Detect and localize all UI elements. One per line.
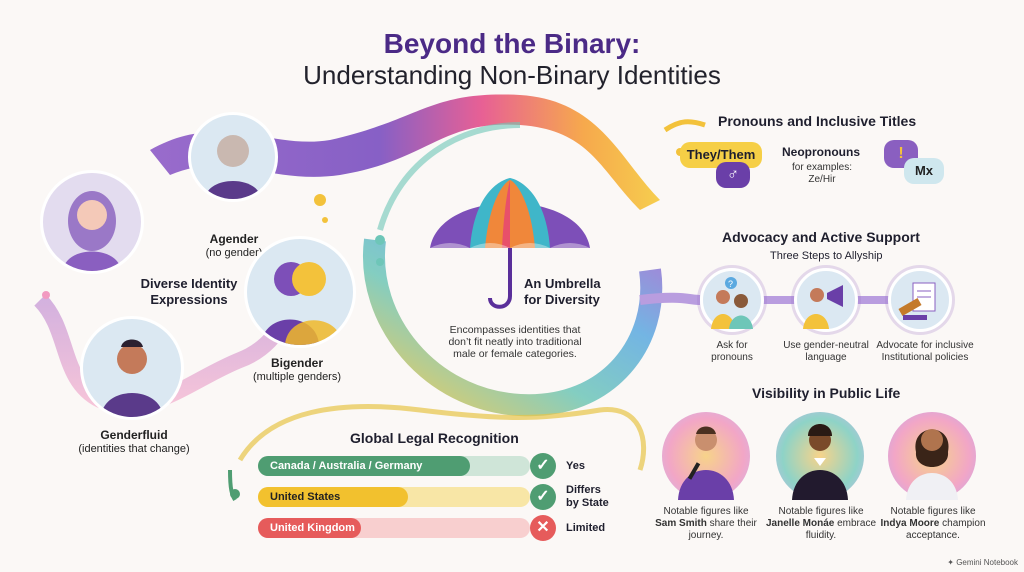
figure-1-caption-line-2: Sam Smith share their — [650, 518, 762, 530]
figure-2-caption-line-2: Janelle Monáe embrace — [762, 518, 880, 530]
figure-3-caption-line-2: Indya Moore champion — [872, 518, 994, 530]
agender-avatar — [188, 112, 278, 202]
bigender-avatar — [244, 236, 356, 348]
legal-row-1-track: Canada / Australia / Germany — [258, 456, 530, 476]
figure-1-caption-pre: Notable figures like — [663, 506, 749, 517]
advocacy-subheading: Three Steps to Allyship — [770, 250, 883, 262]
agender-desc: (no gender) — [205, 247, 263, 259]
legal-row-3-track: United Kingdom — [258, 518, 530, 538]
figure-2-caption-pre: Notable figures like — [778, 506, 864, 517]
umbrella-heading: An Umbrella for Diversity — [524, 276, 601, 308]
legal-row-3-status: Limited — [566, 522, 606, 534]
neopronouns-desc-line-2: Ze/Hir — [808, 174, 836, 185]
legal-row-2-bar: United States — [258, 487, 408, 507]
neopronouns-title: Neopronouns — [782, 145, 860, 159]
title-line-1: Beyond the Binary: — [383, 28, 641, 59]
person-icon — [63, 191, 121, 271]
gender-symbol-icon: ♂ — [716, 162, 750, 188]
legal-row-2-status-line-2: by State — [566, 497, 609, 509]
figure-3-caption-pre: Notable figures like — [890, 506, 976, 517]
genderfluid-name: Genderfluid — [100, 428, 168, 442]
legal-heading: Global Legal Recognition — [350, 430, 519, 446]
figure-2-caption-post-1: embrace — [834, 518, 877, 529]
title-line-2: Understanding Non-Binary Identities — [303, 60, 721, 90]
pronouns-heading: Pronouns and Inclusive Titles — [718, 113, 917, 129]
advocacy-step-2-line-2: language — [805, 352, 847, 363]
identities-heading: Diverse Identity Expressions — [140, 276, 238, 307]
legal-row-1-bar: Canada / Australia / Germany — [258, 456, 470, 476]
figure-1-caption-post-1: share their — [706, 518, 757, 529]
bigender-label: Bigender(multiple genders) — [232, 356, 362, 384]
mx-bubble: Mx — [904, 158, 944, 184]
umbrella-heading-line-1: An Umbrella — [524, 276, 601, 291]
figure-2-name: Janelle Monáe — [765, 518, 835, 529]
figure-1-name: Sam Smith — [655, 518, 707, 529]
advocacy-heading: Advocacy and Active Support — [722, 229, 920, 245]
neopronouns-desc-line-1: for examples: — [791, 162, 853, 173]
person-icon — [101, 339, 163, 417]
figure-1-portrait — [662, 412, 750, 500]
advocacy-step-3-line-1: Advocate for inclusive — [876, 340, 974, 351]
legal-row-2-status-line-1: Differs — [566, 484, 601, 496]
bigender-desc: (multiple genders) — [252, 371, 342, 383]
figure-3-caption-post-2: acceptance. — [906, 530, 960, 541]
identity-avatar-1 — [40, 170, 144, 274]
agender-name: Agender — [209, 232, 259, 246]
check-icon: ✓ — [530, 453, 556, 479]
visibility-heading: Visibility in Public Life — [752, 385, 901, 401]
figure-3-name: Indya Moore — [880, 518, 940, 529]
person-icon — [205, 135, 261, 199]
genderfluid-avatar — [80, 316, 184, 420]
svg-text:?: ? — [728, 279, 733, 289]
legal-row-1-status: Yes — [566, 460, 585, 472]
genderfluid-desc: (identities that change) — [78, 443, 190, 455]
footer-text: Gemini Notebook — [956, 558, 1018, 567]
advocacy-step-3-line-2: Institutional policies — [881, 352, 969, 363]
megaphone-icon — [794, 268, 858, 332]
umbrella-desc: Encompasses identities that don’t fit ne… — [448, 324, 582, 360]
footer-credit: ✦ Gemini Notebook — [947, 558, 1018, 567]
bigender-name: Bigender — [270, 356, 323, 370]
figure-2-portrait — [776, 412, 864, 500]
ask-pronouns-icon: ? — [700, 268, 764, 332]
agender-label: Agender(no gender) — [186, 232, 282, 260]
genderfluid-label: Genderfluid(identities that change) — [64, 428, 204, 456]
advocacy-step-1-line-2: pronouns — [711, 352, 753, 363]
umbrella-heading-line-2: for Diversity — [524, 292, 600, 307]
figure-3-portrait — [888, 412, 976, 500]
neopronouns-desc: for examples:Ze/Hir — [786, 162, 858, 186]
sparkle-icon: ✦ — [947, 558, 957, 567]
figure-3-caption-post-1: champion — [939, 518, 986, 529]
gavel-document-icon — [888, 268, 952, 332]
figure-1-caption-post-2: journey. — [688, 530, 724, 541]
two-people-icon — [261, 262, 343, 345]
legal-row-2-track: United States — [258, 487, 530, 507]
check-icon: ✓ — [530, 484, 556, 510]
legal-row-3-bar: United Kingdom — [258, 518, 361, 538]
advocacy-step-2-line-1: Use gender-neutral — [783, 340, 869, 351]
figure-2-caption-post-2: fluidity. — [805, 530, 837, 541]
umbrella-icon — [430, 178, 590, 309]
advocacy-step-1-line-1: Ask for — [716, 340, 748, 351]
close-icon: ✕ — [530, 515, 556, 541]
